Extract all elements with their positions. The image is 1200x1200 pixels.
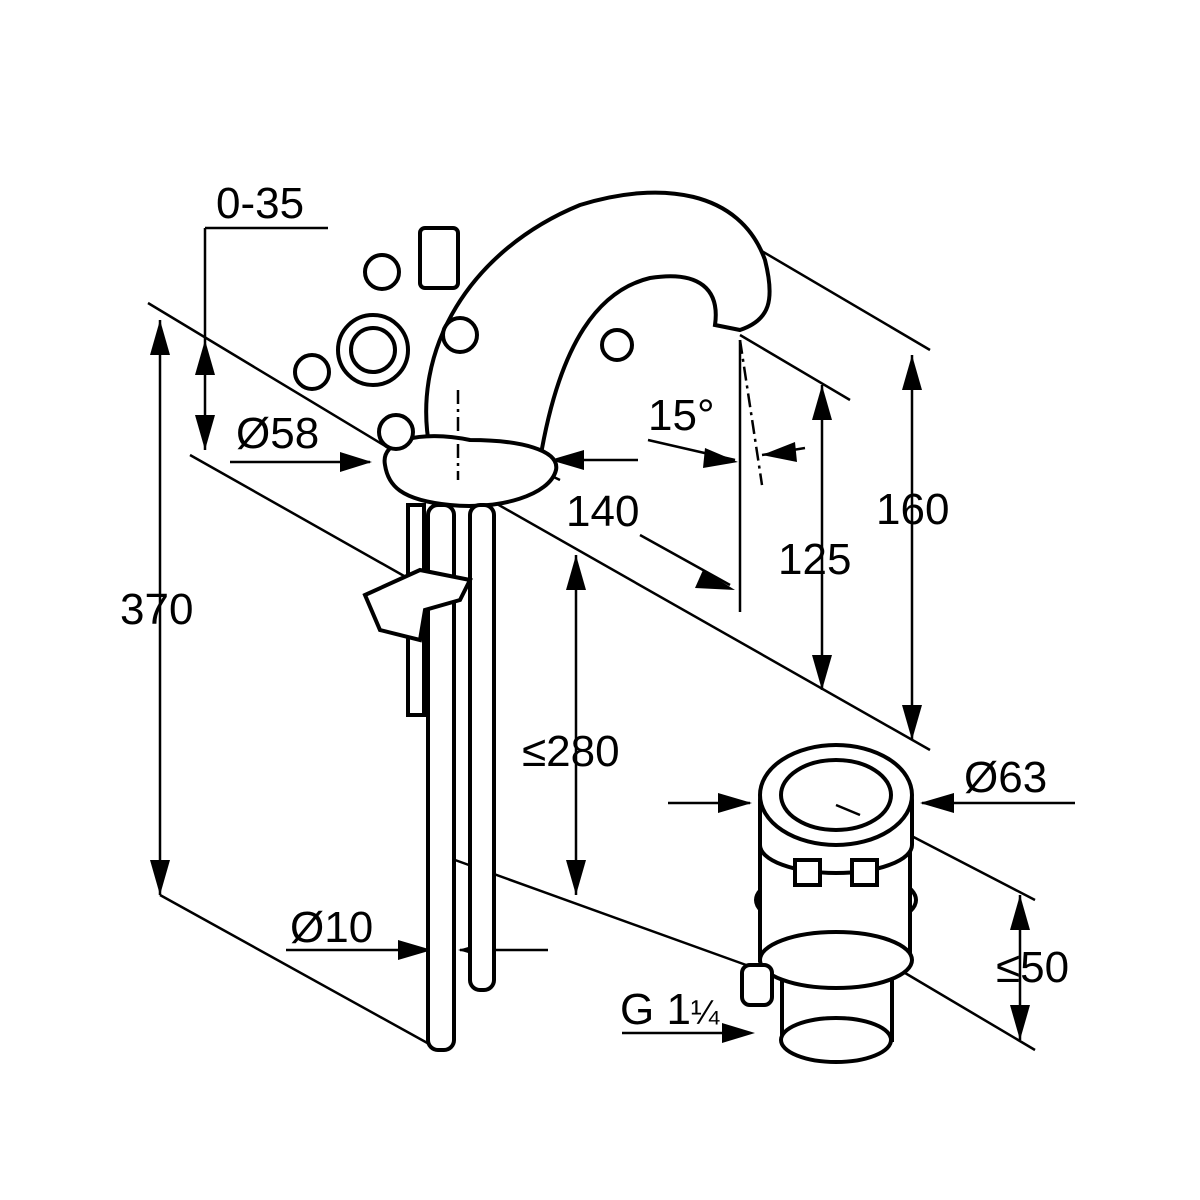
- waste-thread-fraction: ¼: [690, 994, 720, 1032]
- pop-up-waste: [740, 743, 918, 1064]
- projection-range-label: 0-35: [216, 179, 305, 228]
- total-height-label: 370: [120, 585, 194, 634]
- deck-thickness-label: ≤280: [522, 727, 620, 776]
- waste-thread-main: G 1: [620, 985, 691, 1034]
- dimension-arrows: [150, 320, 1030, 1043]
- waste-length-label: ≤50: [996, 943, 1070, 992]
- spout-height-label: 160: [876, 485, 950, 534]
- base-diameter-label: Ø58: [236, 409, 320, 458]
- supply-pipes: [362, 503, 496, 1052]
- spout-angle-label: 15°: [648, 391, 715, 440]
- dimension-lines: [147, 226, 1075, 1052]
- waste-thread-label: G 1¼: [620, 988, 719, 1032]
- pipe-diameter-label: Ø10: [290, 903, 374, 952]
- faucet-body: [293, 190, 772, 508]
- spout-reach-label: 140: [566, 487, 640, 536]
- outlet-height-label: 125: [778, 535, 852, 584]
- waste-diameter-label: Ø63: [964, 753, 1048, 802]
